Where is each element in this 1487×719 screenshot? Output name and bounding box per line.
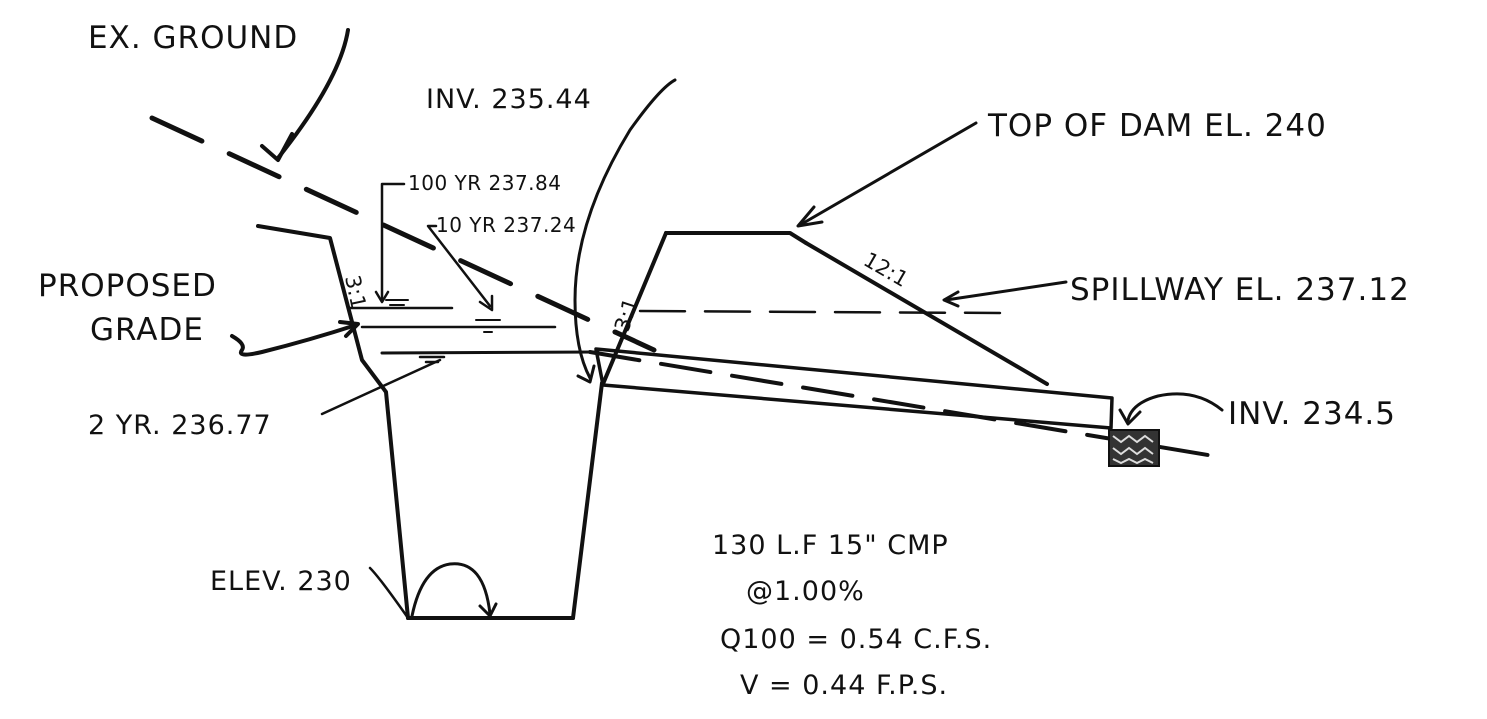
leader-2yr (320, 358, 442, 416)
leader-inv-out (1126, 392, 1224, 422)
basin-right-side (571, 381, 604, 620)
existing-ground-line (149, 115, 657, 353)
water-symbol-10yr (475, 319, 501, 333)
label-spillway: SPILLWAY EL. 237.12 (1070, 272, 1410, 308)
leader-top-of-dam-head (796, 205, 824, 228)
slope-left-bank: 3:1 (340, 273, 371, 311)
water-level-2yr (380, 350, 600, 355)
leader-spillway (944, 280, 1068, 302)
label-q100: Q100 = 0.54 C.F.S. (720, 624, 992, 655)
dam-upstream-face (601, 231, 668, 386)
label-pipe: 130 L.F 15" CMP (712, 530, 949, 561)
leader-proposed-grade-head (338, 320, 360, 338)
leader-ex-ground (276, 28, 350, 160)
leader-elev (368, 566, 410, 620)
leader-proposed-grade (230, 323, 358, 357)
leader-10yr-head (478, 294, 494, 312)
label-inv-out: INV. 234.5 (1228, 396, 1396, 432)
slope-mid-bank: 3:1 (610, 295, 643, 335)
pipe-barrel (594, 347, 1114, 430)
label-top-of-dam: TOP OF DAM EL. 240 (987, 108, 1327, 144)
elev-arc (410, 562, 492, 618)
label-10yr: 10 YR 237.24 (436, 213, 576, 237)
dam-crest (664, 231, 808, 245)
elev-arc-head (478, 602, 498, 618)
label-proposed: PROPOSED (38, 268, 217, 304)
label-slope-pct: @1.00% (746, 576, 865, 607)
slope-dam-face: 12:1 (860, 248, 913, 292)
spillway-line (638, 309, 1002, 315)
label-ex-ground: EX. GROUND (88, 20, 298, 56)
basin-left-side (256, 224, 410, 620)
label-inv-in: INV. 235.44 (426, 84, 592, 115)
leader-inv-in-head (576, 364, 596, 384)
label-grade: GRADE (90, 312, 204, 348)
leader-10yr (426, 224, 492, 308)
riprap-outlet (1108, 429, 1160, 467)
leader-ex-ground-head (260, 132, 294, 162)
leader-spillway-head (942, 290, 960, 308)
label-2yr: 2 YR. 236.77 (88, 410, 272, 441)
label-100yr: 100 YR 237.84 (408, 171, 561, 195)
leader-100yr (380, 182, 406, 302)
leader-inv-in (573, 78, 677, 380)
riprap-texture (1112, 434, 1154, 465)
leader-100yr-head (374, 290, 390, 304)
label-elev: ELEV. 230 (210, 566, 352, 597)
leader-top-of-dam (798, 121, 978, 227)
water-symbol-100yr (385, 299, 409, 306)
leader-inv-out-head (1118, 408, 1142, 426)
label-velocity: V = 0.44 F.P.S. (740, 670, 948, 701)
